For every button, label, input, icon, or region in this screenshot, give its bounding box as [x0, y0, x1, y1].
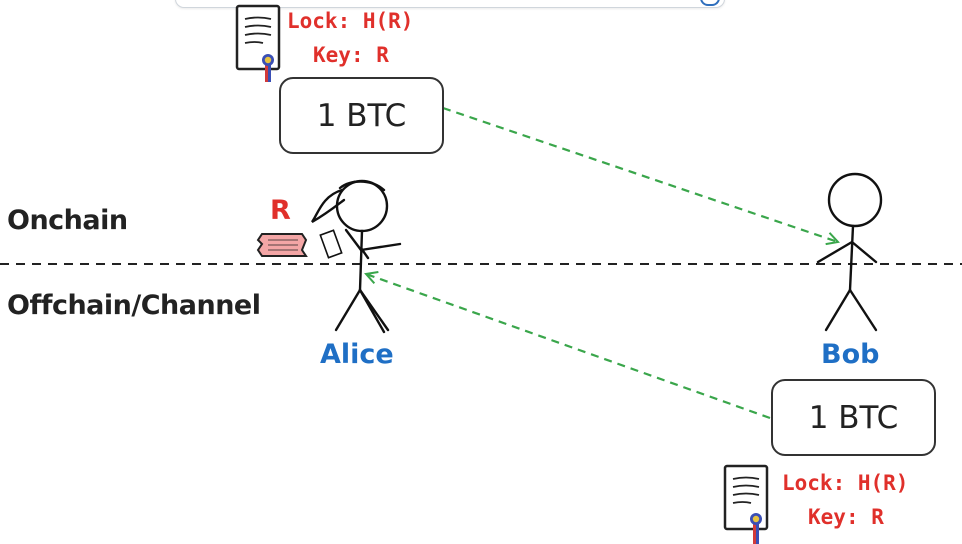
bob-name: Bob — [821, 339, 880, 370]
dashed-arrow-icon — [442, 106, 838, 242]
key-value: R — [871, 505, 884, 529]
dashed-arrow-icon — [366, 274, 771, 420]
top-key-line: Key: R — [313, 43, 389, 67]
lock-label: Lock — [782, 471, 833, 495]
lock-label: Lock — [287, 9, 338, 33]
ticket-icon — [256, 233, 308, 257]
lock-value: H(R) — [857, 471, 909, 495]
seal-ribbon-icon — [750, 513, 762, 544]
bottom-amount-text: 1 BTC — [808, 399, 899, 436]
onchain-label: Onchain — [7, 205, 128, 236]
stick-figure-icon — [816, 172, 883, 332]
bottom-payment-amount: 1 BTC — [771, 379, 936, 456]
lock-value: H(R) — [362, 9, 414, 33]
key-label: Key — [808, 505, 846, 529]
bottom-key-line: Key: R — [808, 505, 884, 529]
alice-name: Alice — [320, 339, 394, 370]
top-payment-amount: 1 BTC — [279, 77, 444, 154]
top-lock-line: Lock: H(R) — [287, 9, 414, 33]
seal-ribbon-icon — [262, 54, 274, 82]
bottom-lock-line: Lock: H(R) — [782, 471, 909, 495]
stick-figure-icon — [311, 179, 402, 334]
top-amount-text: 1 BTC — [316, 97, 407, 134]
key-label: Key — [313, 43, 351, 67]
document-icon — [235, 4, 281, 71]
offchain-label: Offchain/Channel — [7, 290, 261, 321]
key-value: R — [376, 43, 389, 67]
secret-label: R — [270, 195, 291, 226]
